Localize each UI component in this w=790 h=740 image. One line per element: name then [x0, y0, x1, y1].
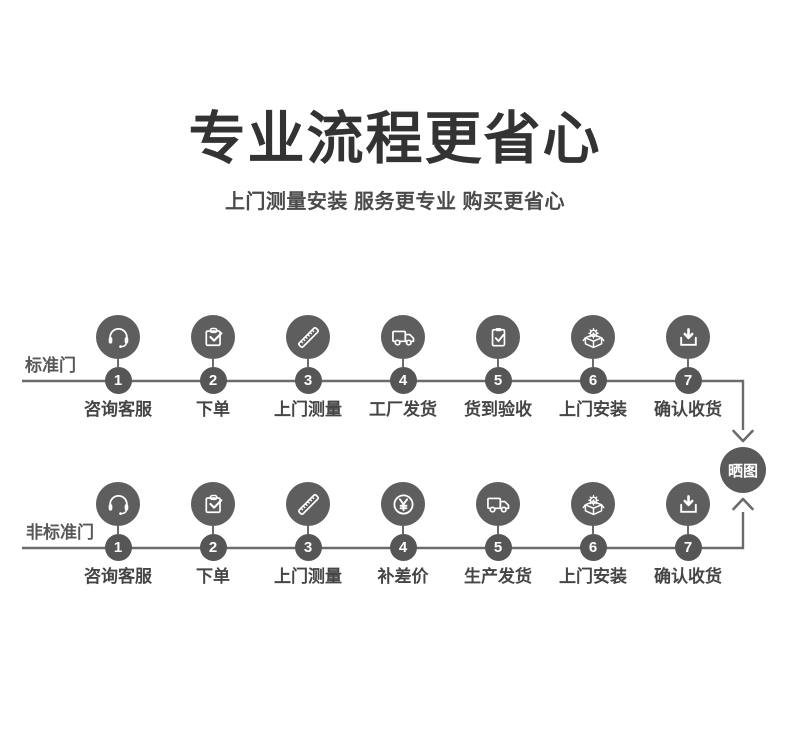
step-label: 工厂发货 [369, 400, 437, 419]
step-stem [497, 526, 499, 534]
step-label: 上门安装 [559, 567, 627, 586]
step-stem [497, 359, 499, 367]
step-row2-7: 7 确认收货 [628, 482, 748, 587]
step-row1-3: 3 上门测量 [248, 315, 368, 420]
step-row1-4: 4 工厂发货 [343, 315, 463, 420]
arrow-down-icon [732, 429, 754, 443]
step-number: 2 [199, 367, 227, 394]
step-number: 6 [579, 367, 607, 394]
step-number: 6 [579, 534, 607, 561]
step-label: 确认收货 [654, 400, 722, 419]
step-stem [307, 526, 309, 534]
step-number: 2 [199, 534, 227, 561]
step-label: 下单 [196, 567, 230, 586]
section-subtitle: 上门测量安装 服务更专业 购买更省心 [224, 191, 566, 213]
receive-goods-icon [666, 482, 710, 526]
step-label: 上门测量 [274, 567, 342, 586]
step-stem [687, 526, 689, 534]
step-number: 3 [294, 367, 322, 394]
step-row2-2: 2 下单 [153, 482, 273, 587]
order-clipboard-icon [191, 482, 235, 526]
step-stem [117, 359, 119, 367]
share-photo-badge: 晒图 [720, 447, 766, 493]
step-stem [117, 526, 119, 534]
step-label: 上门安装 [559, 400, 627, 419]
step-row1-1: 1 咨询客服 [58, 315, 178, 420]
step-number: 5 [484, 367, 512, 394]
step-stem [307, 359, 309, 367]
step-row2-5: 5 生产发货 [438, 482, 558, 587]
step-number: 3 [294, 534, 322, 561]
headset-icon [96, 482, 140, 526]
step-row2-4: 4 补差价 [343, 482, 463, 587]
step-number: 1 [104, 534, 132, 561]
step-stem [212, 526, 214, 534]
step-label: 生产发货 [464, 567, 532, 586]
step-row2-1: 1 咨询客服 [58, 482, 178, 587]
truck-icon [476, 482, 520, 526]
section-title: 专业流程更省心 [188, 107, 602, 171]
step-label: 确认收货 [654, 567, 722, 586]
install-box-gear-icon [571, 482, 615, 526]
step-row1-7: 7 确认收货 [628, 315, 748, 420]
step-label: 货到验收 [464, 400, 532, 419]
inspect-clipboard-icon [476, 315, 520, 359]
step-row1-6: 6 上门安装 [533, 315, 653, 420]
row1-label: 标准门 [25, 356, 76, 375]
step-row2-6: 6 上门安装 [533, 482, 653, 587]
install-box-gear-icon [571, 315, 615, 359]
step-label: 上门测量 [274, 400, 342, 419]
step-label: 咨询客服 [84, 567, 152, 586]
step-number: 4 [389, 534, 417, 561]
step-number: 4 [389, 367, 417, 394]
step-stem [402, 359, 404, 367]
yen-coin-icon [381, 482, 425, 526]
step-number: 1 [104, 367, 132, 394]
truck-icon [381, 315, 425, 359]
order-clipboard-icon [191, 315, 235, 359]
receive-goods-icon [666, 315, 710, 359]
step-number: 7 [674, 367, 702, 394]
ruler-icon [286, 482, 330, 526]
step-row2-3: 3 上门测量 [248, 482, 368, 587]
ruler-icon [286, 315, 330, 359]
step-stem [592, 526, 594, 534]
step-number: 7 [674, 534, 702, 561]
step-stem [212, 359, 214, 367]
step-stem [687, 359, 689, 367]
step-stem [402, 526, 404, 534]
step-row1-5: 5 货到验收 [438, 315, 558, 420]
step-stem [592, 359, 594, 367]
step-label: 补差价 [377, 567, 429, 586]
step-row1-2: 2 下单 [153, 315, 273, 420]
step-number: 5 [484, 534, 512, 561]
step-label: 下单 [196, 400, 230, 419]
row2-label: 非标准门 [26, 523, 94, 542]
step-label: 咨询客服 [84, 400, 152, 419]
headset-icon [96, 315, 140, 359]
